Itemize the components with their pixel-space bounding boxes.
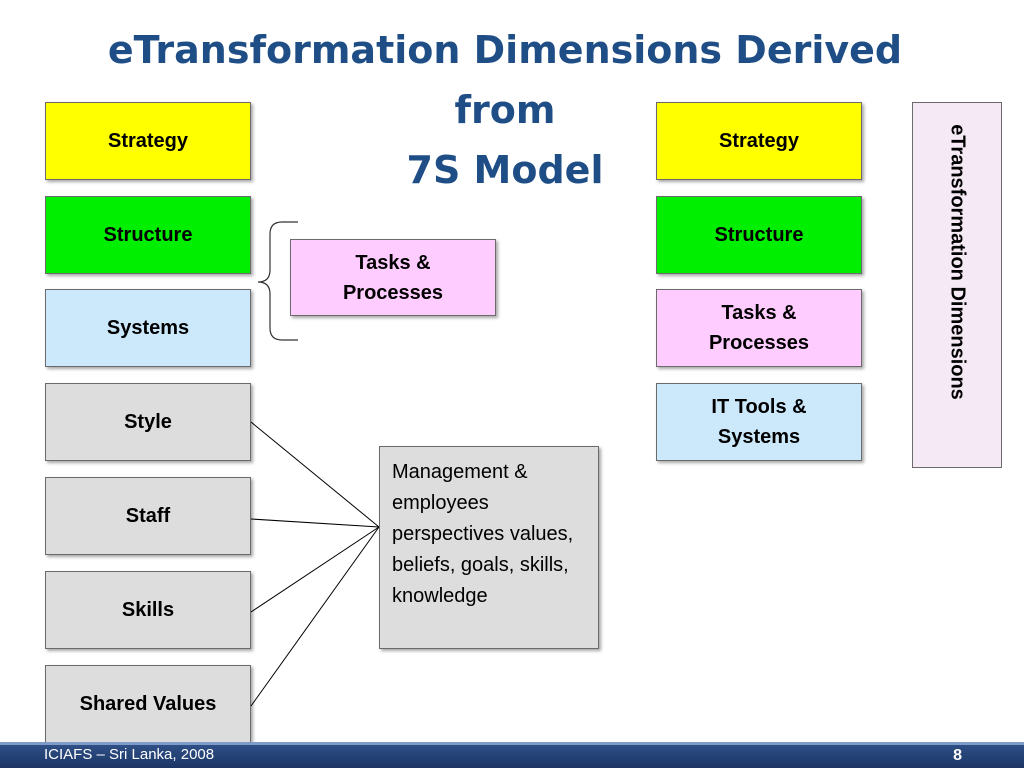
- footer-bar: ICIAFS – Sri Lanka, 2008 8: [0, 742, 1024, 768]
- line-staff-to-management: [250, 518, 380, 528]
- right-box-tasks-processes: Tasks & Processes: [656, 289, 862, 367]
- footer-text: ICIAFS – Sri Lanka, 2008: [44, 746, 215, 763]
- left-box-skills: Skills: [45, 571, 251, 649]
- line-shared-values-to-management: [250, 526, 380, 707]
- left-box-staff: Staff: [45, 477, 251, 555]
- middle-box-tasks-processes: Tasks & Processes: [290, 239, 496, 316]
- line-style-to-management: [250, 421, 380, 528]
- slide-title: eTransformation Dimensions Derived from …: [60, 20, 950, 200]
- left-box-structure: Structure: [45, 196, 251, 274]
- title-line-2: from: [454, 88, 556, 132]
- page-number: 8: [953, 747, 962, 764]
- right-box-it-tools-systems: IT Tools & Systems: [656, 383, 862, 461]
- left-box-style: Style: [45, 383, 251, 461]
- right-box-strategy: Strategy: [656, 102, 862, 180]
- left-box-shared-values: Shared Values: [45, 665, 251, 743]
- management-perspectives-box: Management & employees perspectives valu…: [379, 446, 599, 649]
- left-box-strategy: Strategy: [45, 102, 251, 180]
- title-line-3: 7S Model: [406, 148, 604, 192]
- brace-connector: [257, 221, 298, 341]
- line-skills-to-management: [250, 526, 380, 613]
- right-box-structure: Structure: [656, 196, 862, 274]
- etransformation-dimensions-panel: [912, 102, 1002, 468]
- title-line-1: eTransformation Dimensions Derived: [107, 28, 903, 72]
- left-box-systems: Systems: [45, 289, 251, 367]
- etransformation-dimensions-label: eTransformation Dimensions: [946, 124, 969, 400]
